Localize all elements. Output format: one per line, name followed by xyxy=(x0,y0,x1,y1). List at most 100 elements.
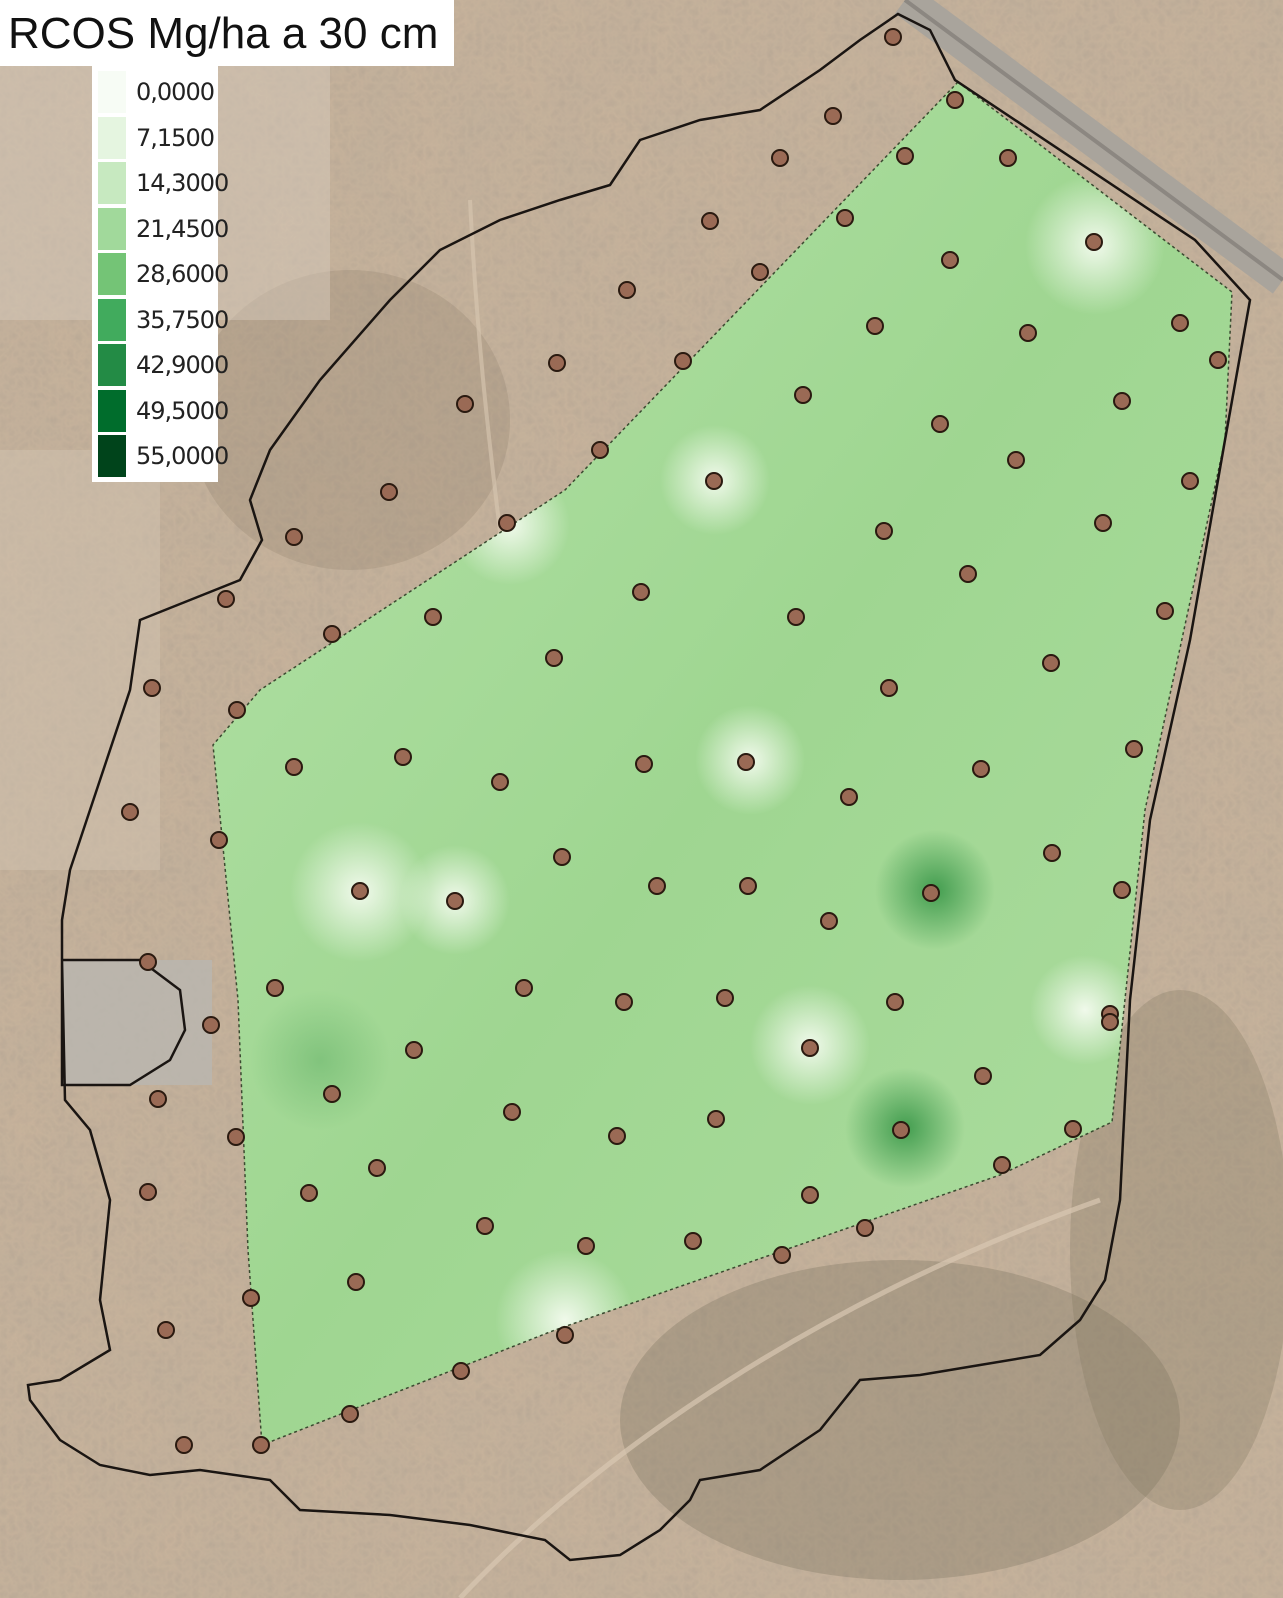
sample-point[interactable] xyxy=(866,317,884,335)
sample-point[interactable] xyxy=(1064,1120,1082,1138)
sample-point[interactable] xyxy=(1101,1013,1119,1031)
sample-point[interactable] xyxy=(751,263,769,281)
sample-point[interactable] xyxy=(285,758,303,776)
sample-point[interactable] xyxy=(892,1121,910,1139)
sample-point[interactable] xyxy=(974,1067,992,1085)
sample-point[interactable] xyxy=(1085,233,1103,251)
sample-point[interactable] xyxy=(139,1183,157,1201)
sample-point[interactable] xyxy=(498,514,516,532)
sample-point[interactable] xyxy=(615,993,633,1011)
sample-point[interactable] xyxy=(771,149,789,167)
sample-point[interactable] xyxy=(884,28,902,46)
sample-point[interactable] xyxy=(941,251,959,269)
sample-point[interactable] xyxy=(252,1436,270,1454)
sample-point[interactable] xyxy=(707,1110,725,1128)
sample-point[interactable] xyxy=(149,1090,167,1108)
sample-point[interactable] xyxy=(515,979,533,997)
sample-point[interactable] xyxy=(143,679,161,697)
sample-point[interactable] xyxy=(1113,392,1131,410)
sample-point[interactable] xyxy=(121,803,139,821)
sample-point[interactable] xyxy=(347,1273,365,1291)
sample-point[interactable] xyxy=(999,149,1017,167)
sample-point[interactable] xyxy=(323,1085,341,1103)
sample-point[interactable] xyxy=(1042,654,1060,672)
sample-point[interactable] xyxy=(824,107,842,125)
sample-point[interactable] xyxy=(368,1159,386,1177)
sample-point[interactable] xyxy=(801,1039,819,1057)
sample-point[interactable] xyxy=(351,882,369,900)
sample-point[interactable] xyxy=(242,1289,260,1307)
sample-point[interactable] xyxy=(139,953,157,971)
sample-point[interactable] xyxy=(323,625,341,643)
sample-point[interactable] xyxy=(341,1405,359,1423)
sample-point[interactable] xyxy=(787,608,805,626)
sample-point[interactable] xyxy=(701,212,719,230)
sample-point[interactable] xyxy=(1113,881,1131,899)
sample-point[interactable] xyxy=(635,755,653,773)
sample-point[interactable] xyxy=(1125,740,1143,758)
sample-point[interactable] xyxy=(959,565,977,583)
sample-point[interactable] xyxy=(456,395,474,413)
sample-point[interactable] xyxy=(424,608,442,626)
sample-point[interactable] xyxy=(217,590,235,608)
sample-point[interactable] xyxy=(801,1186,819,1204)
sample-point[interactable] xyxy=(836,209,854,227)
sample-point[interactable] xyxy=(548,354,566,372)
sample-point[interactable] xyxy=(856,1219,874,1237)
sample-point[interactable] xyxy=(1019,324,1037,342)
sample-point[interactable] xyxy=(922,884,940,902)
sample-point[interactable] xyxy=(446,892,464,910)
sample-point[interactable] xyxy=(993,1156,1011,1174)
sample-point[interactable] xyxy=(202,1016,220,1034)
sample-point[interactable] xyxy=(684,1232,702,1250)
sample-point[interactable] xyxy=(285,528,303,546)
sample-point[interactable] xyxy=(739,877,757,895)
sample-point[interactable] xyxy=(608,1127,626,1145)
sample-point[interactable] xyxy=(228,701,246,719)
sample-point[interactable] xyxy=(618,281,636,299)
sample-point[interactable] xyxy=(1094,514,1112,532)
sample-point[interactable] xyxy=(648,877,666,895)
sample-point[interactable] xyxy=(491,773,509,791)
sample-point[interactable] xyxy=(716,989,734,1007)
sample-point[interactable] xyxy=(972,760,990,778)
sample-point[interactable] xyxy=(476,1217,494,1235)
sample-point[interactable] xyxy=(674,352,692,370)
sample-point[interactable] xyxy=(394,748,412,766)
sample-point[interactable] xyxy=(886,993,904,1011)
sample-point[interactable] xyxy=(210,831,228,849)
sample-point[interactable] xyxy=(452,1362,470,1380)
sample-point[interactable] xyxy=(553,848,571,866)
sample-point[interactable] xyxy=(773,1246,791,1264)
sample-point[interactable] xyxy=(577,1237,595,1255)
sample-point[interactable] xyxy=(820,912,838,930)
sample-point[interactable] xyxy=(405,1041,423,1059)
sample-point[interactable] xyxy=(896,147,914,165)
sample-point[interactable] xyxy=(737,753,755,771)
sample-point[interactable] xyxy=(931,415,949,433)
sample-point[interactable] xyxy=(794,386,812,404)
sample-point[interactable] xyxy=(705,472,723,490)
sample-point[interactable] xyxy=(1209,351,1227,369)
sample-point[interactable] xyxy=(175,1436,193,1454)
sample-point[interactable] xyxy=(266,979,284,997)
sample-point[interactable] xyxy=(1007,451,1025,469)
sample-point[interactable] xyxy=(1171,314,1189,332)
sample-point[interactable] xyxy=(227,1128,245,1146)
sample-point[interactable] xyxy=(1043,844,1061,862)
sample-point[interactable] xyxy=(1156,602,1174,620)
sample-point[interactable] xyxy=(545,649,563,667)
sample-point[interactable] xyxy=(591,441,609,459)
sample-point[interactable] xyxy=(632,583,650,601)
sample-point[interactable] xyxy=(380,483,398,501)
sample-point[interactable] xyxy=(503,1103,521,1121)
sample-point[interactable] xyxy=(880,679,898,697)
sample-point[interactable] xyxy=(840,788,858,806)
sample-point[interactable] xyxy=(556,1326,574,1344)
sample-point[interactable] xyxy=(157,1321,175,1339)
sample-point[interactable] xyxy=(946,91,964,109)
sample-point[interactable] xyxy=(875,522,893,540)
sample-point[interactable] xyxy=(300,1184,318,1202)
